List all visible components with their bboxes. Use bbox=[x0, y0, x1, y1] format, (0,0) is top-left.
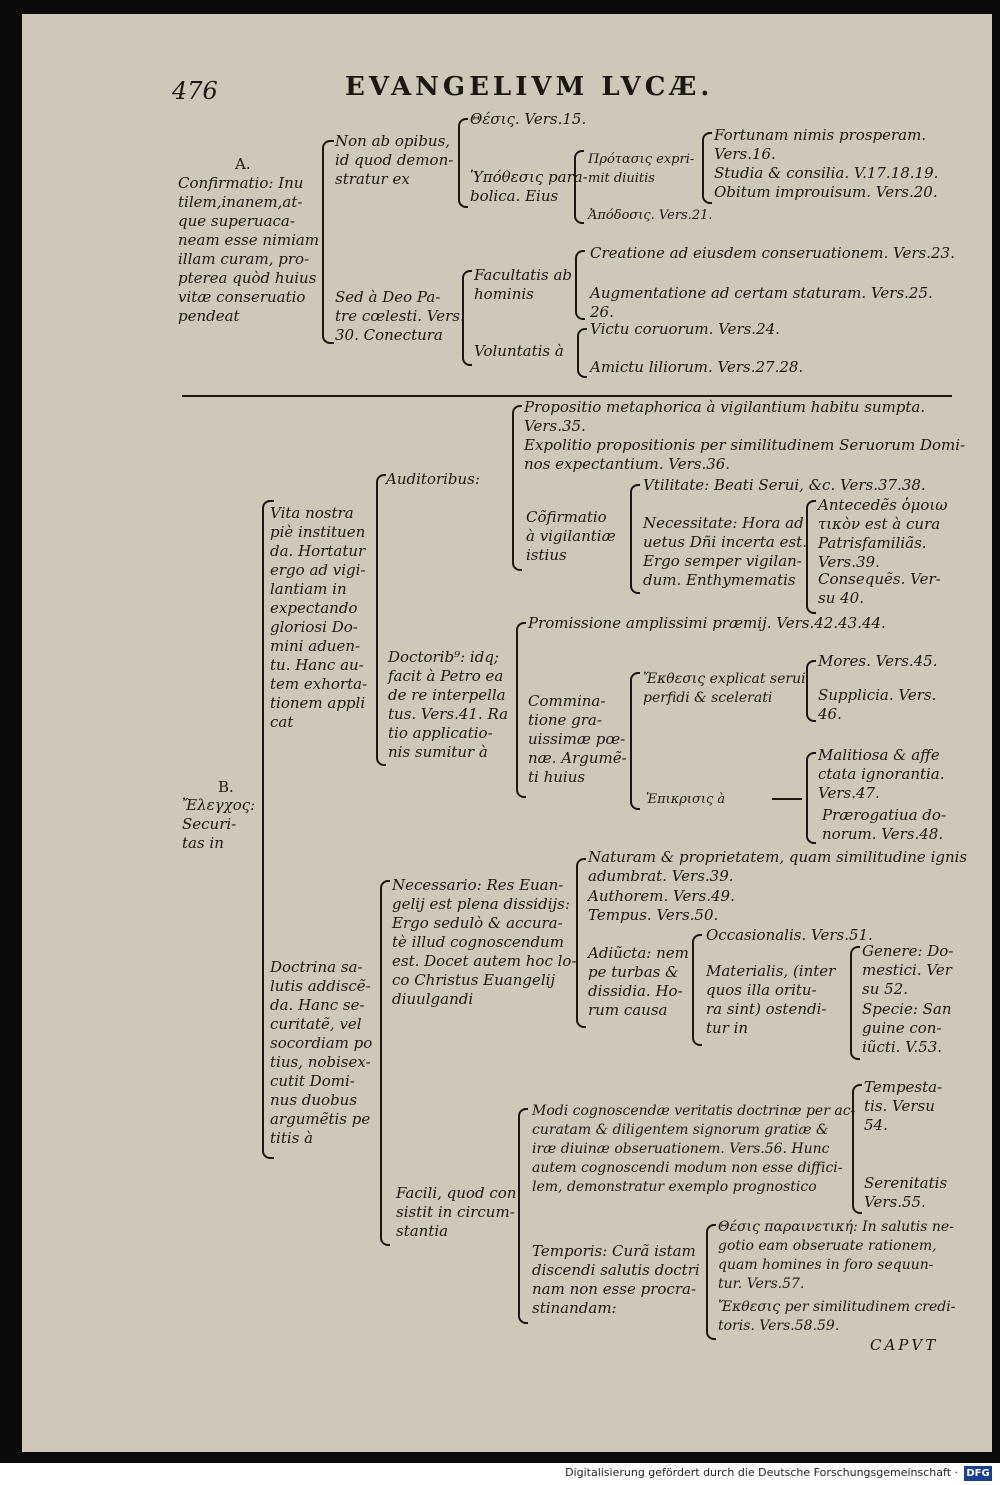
a-protasis: Πρότασις expri-mit diuitis bbox=[588, 152, 695, 186]
a-amictu: Amictu liliorum. Vers.27.28. bbox=[590, 358, 804, 376]
b-praerogatiua: Prærogatiua do-norum. Vers.48. bbox=[822, 806, 947, 843]
brace-b-epicrisis bbox=[806, 752, 816, 844]
b-modi: Modi cognoscendæ veritatis doctrinæ per … bbox=[532, 1103, 856, 1195]
b-vtilitate: Vtilitate: Beati Serui, &c. Vers.37.38. bbox=[643, 476, 926, 494]
brace-b-confirmatio bbox=[630, 484, 640, 594]
divider bbox=[182, 395, 952, 397]
b-thesis2: Θέσις παραινετική: In salutis ne-gotio e… bbox=[718, 1219, 954, 1292]
brace-b-modi bbox=[852, 1084, 862, 1214]
brace-b-comminatione bbox=[630, 672, 640, 810]
b-comminatione: Commina-tione gra-uissimæ pœ-næ. Argumẽ-… bbox=[528, 692, 627, 786]
page-number: 476 bbox=[172, 77, 218, 105]
brace-a-voluntatis bbox=[577, 328, 587, 378]
section-b-label: B. bbox=[218, 778, 234, 796]
a-creatione: Creatione ad eiusdem conseruationem. Ver… bbox=[590, 244, 955, 262]
dfg-logo[interactable]: DFG bbox=[964, 1466, 992, 1481]
brace-b-materialis bbox=[850, 946, 860, 1060]
a-victu: Victu coruorum. Vers.24. bbox=[590, 320, 780, 338]
brace-a-main bbox=[322, 140, 334, 344]
b-conseques: Consequẽs. Ver-su 40. bbox=[818, 570, 941, 607]
a-augmentatione: Augmentatione ad certam staturam. Vers.2… bbox=[590, 284, 933, 321]
b-root-text: Ἔλεγχος:Securi-tas in bbox=[182, 796, 256, 852]
catchword: CAPVT bbox=[870, 1336, 939, 1354]
footer-bar: Digitalisierung gefördert durch die Deut… bbox=[0, 1463, 1000, 1485]
b-supplicia: Supplicia. Vers.46. bbox=[818, 686, 937, 723]
b-naturam: Naturam & proprietatem, quam similitudin… bbox=[588, 848, 968, 885]
b-expolitio: Expolitio propositionis per similitudine… bbox=[524, 436, 966, 473]
b-promissione: Promissione amplissimi præmij. Vers.42.4… bbox=[528, 614, 886, 632]
section-a-label: A. bbox=[235, 155, 251, 173]
a-thesis: Θέσις. Vers.15. bbox=[470, 110, 587, 128]
running-title: EVANGELIVM LVCÆ. bbox=[345, 72, 714, 102]
book-page bbox=[22, 14, 992, 1452]
arrow-line bbox=[772, 798, 802, 800]
b-epicrisis: Ἐπικρισις à bbox=[646, 792, 726, 807]
brace-a-hypothesis bbox=[574, 150, 584, 224]
a-sed: Sed à Deo Pa-tre cœlesti. Vers.30. Conec… bbox=[335, 288, 465, 344]
b-doctrina: Doctrina sa-lutis addiscẽ-da. Hanc se-cu… bbox=[270, 958, 373, 1147]
brace-a-protasis bbox=[702, 132, 712, 204]
b-mores: Mores. Vers.45. bbox=[818, 652, 938, 670]
a-voluntatis: Voluntatis à bbox=[474, 342, 564, 360]
a-fortunam: Fortunam nimis prosperam.Vers.16.Studia … bbox=[714, 126, 939, 201]
b-necessario: Necessario: Res Euan-gelij est plena dis… bbox=[392, 876, 577, 1008]
b-ecthesis2: Ἔκθεσις per similitudinem credi-toris. V… bbox=[718, 1299, 956, 1334]
brace-b-auditoribus bbox=[512, 405, 522, 571]
a-apodosis: Ἀπόδοσις. Vers.21. bbox=[588, 208, 713, 223]
brace-b-facili bbox=[518, 1108, 528, 1324]
brace-b-ecthesis bbox=[806, 660, 816, 722]
a-hypothesis: Ὑπόθεσις para-bolica. Eius bbox=[470, 168, 588, 205]
brace-b-main bbox=[262, 500, 274, 1159]
a-non: Non ab opibus,id quod demon-stratur ex bbox=[335, 132, 454, 188]
brace-a-facultatis bbox=[575, 250, 585, 320]
b-authorem: Authorem. Vers.49. bbox=[588, 887, 735, 905]
b-propositio: Propositio metaphorica à vigilantium hab… bbox=[524, 398, 926, 435]
brace-b-temporis bbox=[706, 1224, 716, 1340]
footer-text: Digitalisierung gefördert durch die Deut… bbox=[565, 1466, 958, 1479]
brace-b-adiuncta bbox=[692, 934, 702, 1046]
brace-b-necessario bbox=[576, 858, 586, 1028]
brace-b-doctrina bbox=[380, 880, 390, 1246]
b-tempus: Tempus. Vers.50. bbox=[588, 906, 719, 924]
brace-a-non bbox=[458, 118, 468, 208]
brace-b-doctoribus bbox=[516, 622, 526, 798]
b-occasionalis: Occasionalis. Vers.51. bbox=[706, 926, 873, 944]
brace-b-vita bbox=[376, 474, 386, 766]
brace-b-necessitate bbox=[806, 500, 816, 614]
b-auditoribus: Auditoribus: bbox=[386, 470, 480, 488]
brace-a-sed bbox=[462, 270, 472, 366]
